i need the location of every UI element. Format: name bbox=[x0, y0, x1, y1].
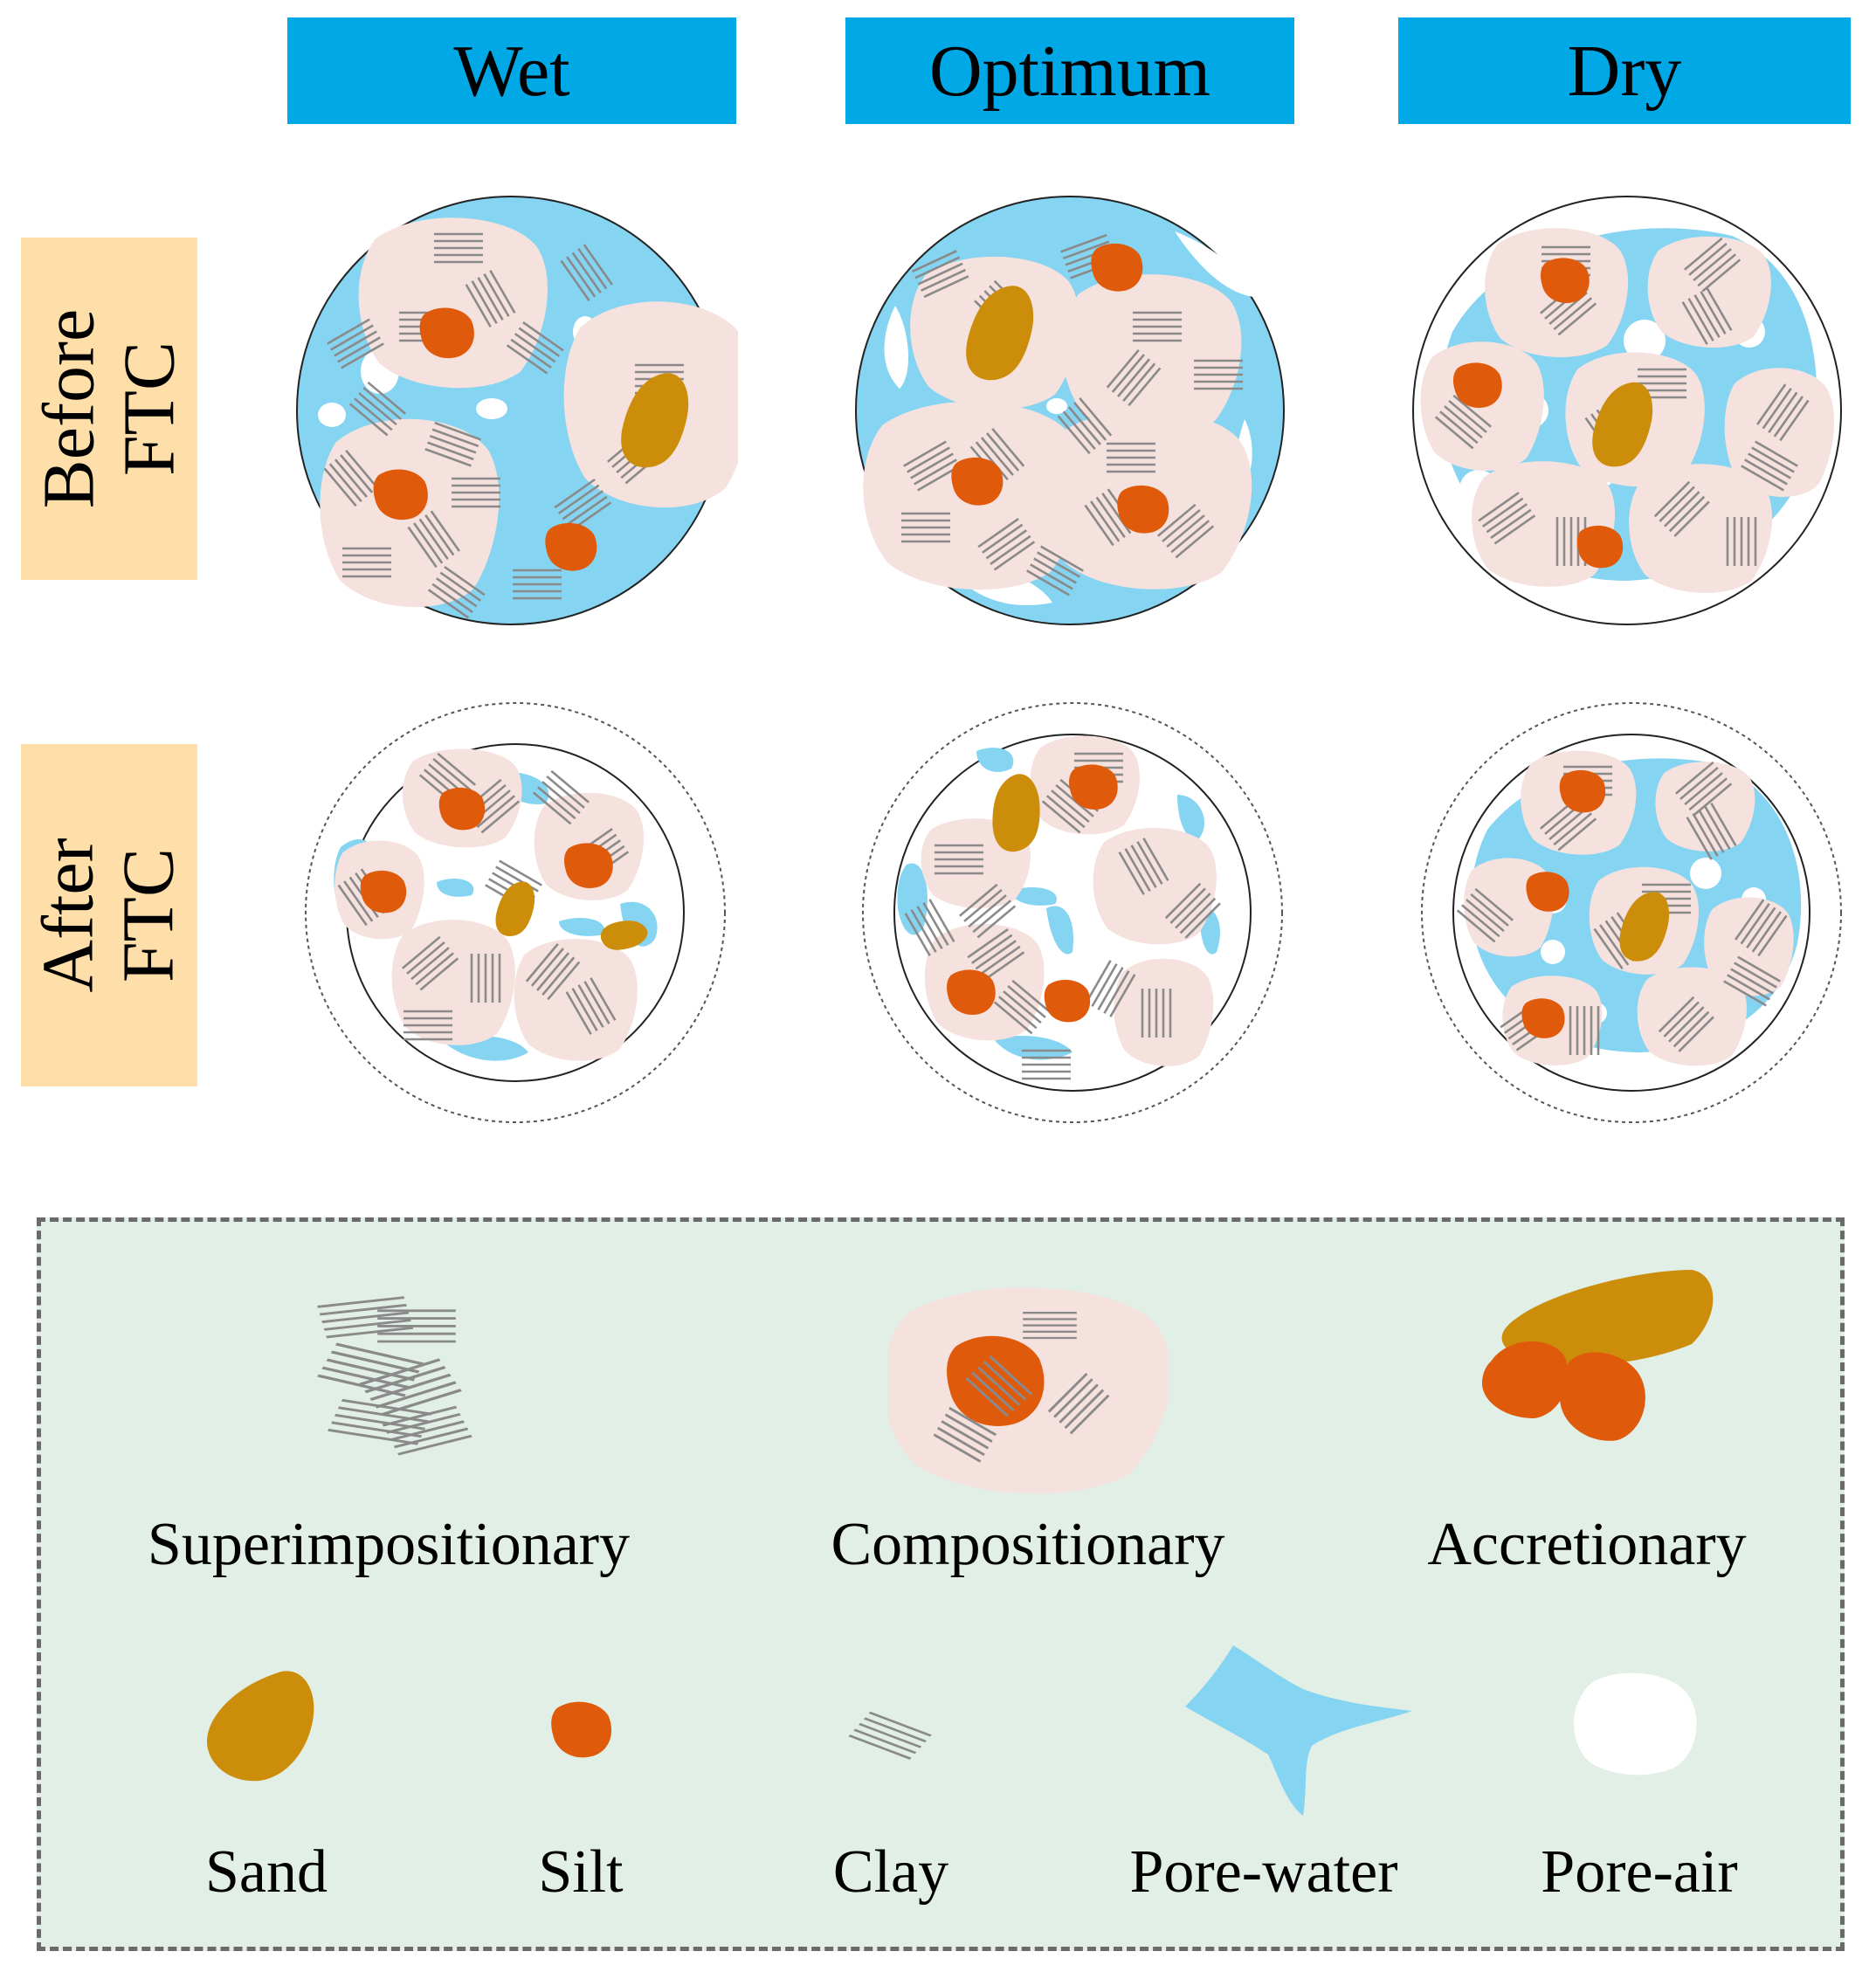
pore-water-icon bbox=[1185, 1645, 1412, 1816]
row-label-before-line2: FTC bbox=[108, 341, 190, 477]
row-label-before-line1: Before bbox=[28, 308, 110, 509]
panel-wet-after bbox=[305, 702, 726, 1123]
header-wet: Wet bbox=[287, 17, 736, 124]
row-label-after-line1: After bbox=[27, 838, 109, 993]
legend-label-sand: Sand bbox=[205, 1838, 328, 1906]
clay-icon bbox=[847, 1710, 933, 1761]
legend-panel: Superimpositionary Compositionary Accret… bbox=[37, 1217, 1845, 1951]
panel-optimum-before bbox=[855, 196, 1285, 625]
silt-icon bbox=[551, 1701, 612, 1758]
legend-label-accretionary: Accretionary bbox=[1427, 1511, 1747, 1578]
row-label-after-line2: FTC bbox=[107, 847, 190, 983]
legend-label-superimpositionary: Superimpositionary bbox=[147, 1511, 631, 1578]
sand-icon bbox=[207, 1671, 314, 1782]
legend-label-compositionary: Compositionary bbox=[831, 1511, 1225, 1578]
pore-air-icon bbox=[1574, 1672, 1697, 1776]
header-optimum: Optimum bbox=[845, 17, 1294, 124]
panel-dry-before bbox=[1412, 196, 1842, 625]
header-dry: Dry bbox=[1398, 17, 1851, 124]
panel-dry-after bbox=[1421, 702, 1842, 1123]
panel-optimum-after bbox=[862, 702, 1283, 1123]
panel-wet-before bbox=[296, 196, 738, 625]
accretionary-icon bbox=[1482, 1270, 1714, 1441]
legend-label-clay: Clay bbox=[832, 1838, 949, 1906]
legend-label-pore-air: Pore-air bbox=[1541, 1838, 1738, 1906]
legend-label-pore-water: Pore-water bbox=[1129, 1838, 1398, 1906]
row-label-before-ftc: Before FTC bbox=[21, 238, 197, 580]
superimpositionary-icon bbox=[259, 1274, 521, 1484]
row-label-after-ftc: After FTC bbox=[21, 744, 197, 1086]
compositionary-icon bbox=[888, 1287, 1168, 1494]
legend-label-silt: Silt bbox=[538, 1838, 624, 1906]
